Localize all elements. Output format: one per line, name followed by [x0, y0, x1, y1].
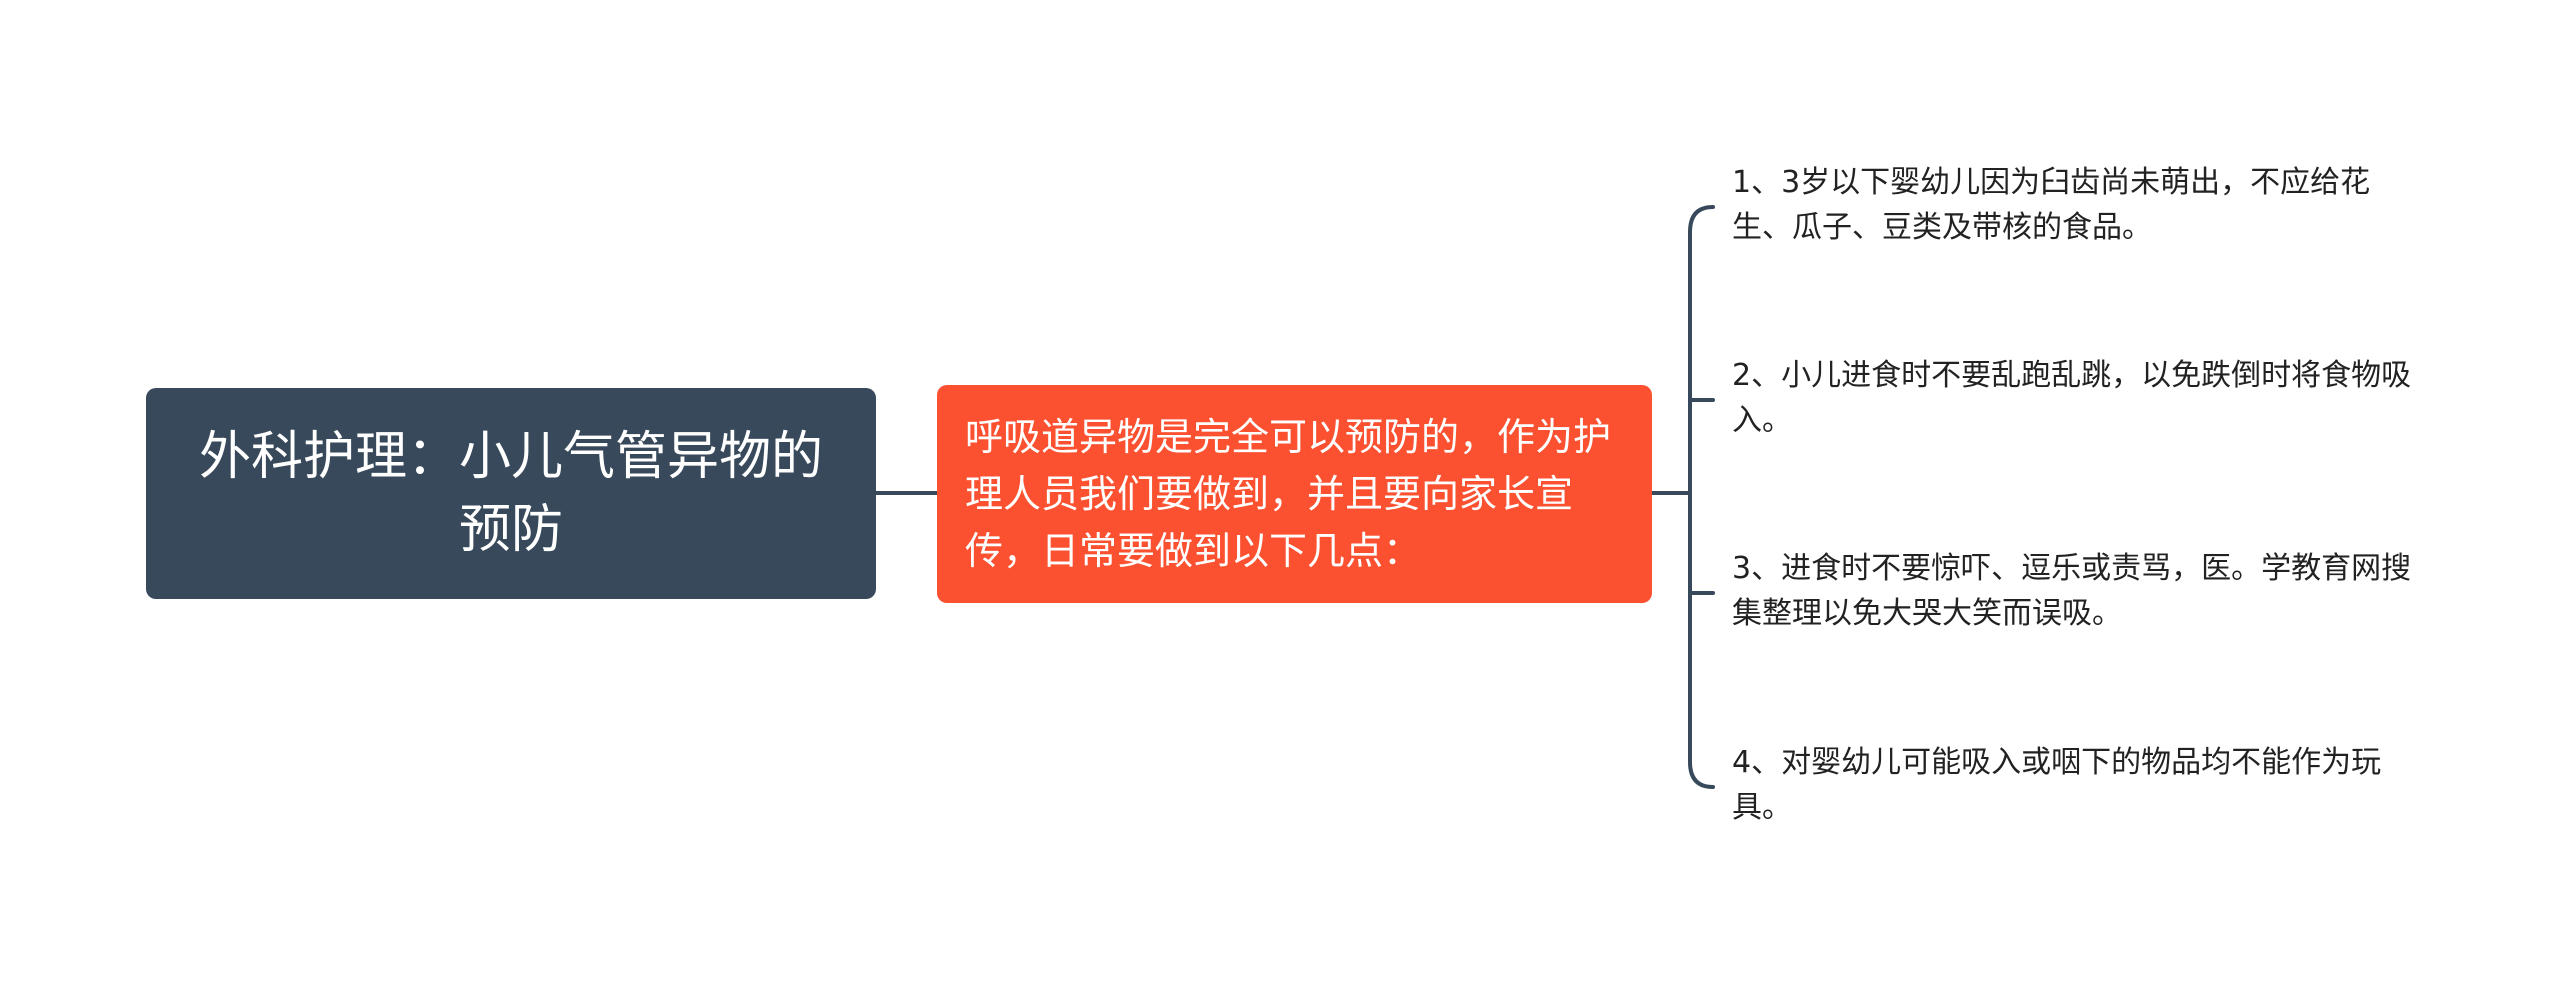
branch-bracket — [1688, 205, 1715, 789]
main-topic-label: 呼吸道异物是完全可以预防的，作为护理人员我们要做到，并且要向家长宣传，日常要做到… — [965, 414, 1612, 573]
main-topic-node[interactable]: 呼吸道异物是完全可以预防的，作为护理人员我们要做到，并且要向家长宣传，日常要做到… — [937, 385, 1652, 603]
root-node-label: 外科护理：小儿气管异物的预防 — [198, 426, 823, 560]
root-node[interactable]: 外科护理：小儿气管异物的预防 — [146, 388, 876, 599]
leaf-node-3[interactable]: 3、进食时不要惊吓、逗乐或责骂，医。学教育网搜集整理以免大哭大笑而误吸。 — [1732, 551, 2412, 631]
leaf-node-1[interactable]: 1、3岁以下婴幼儿因为臼齿尚未萌出，不应给花生、瓜子、豆类及带核的食品。 — [1732, 165, 2371, 245]
leaf-node-4[interactable]: 4、对婴幼儿可能吸入或咽下的物品均不能作为玩具。 — [1732, 745, 2382, 825]
leaf-node-2[interactable]: 2、小儿进食时不要乱跑乱跳，以免跌倒时将食物吸入。 — [1732, 358, 2412, 438]
